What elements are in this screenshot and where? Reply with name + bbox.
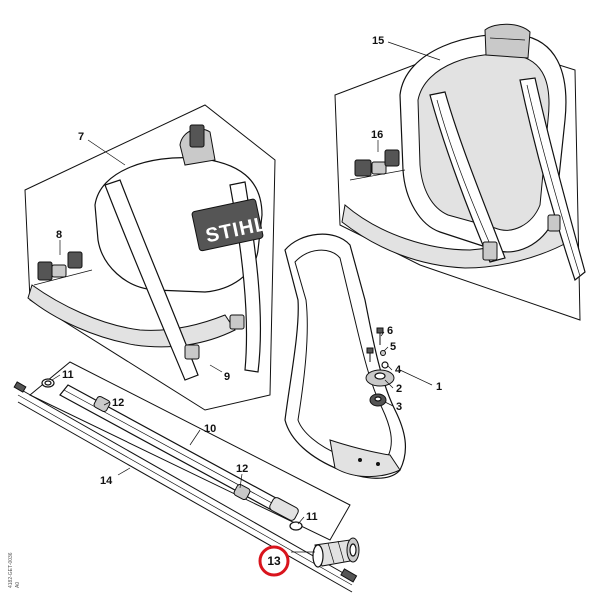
callout-16: 16	[371, 129, 383, 141]
highlight-13: 13	[258, 545, 290, 577]
callout-3: 3	[396, 401, 402, 413]
callout-1: 1	[436, 381, 442, 393]
callout-12a: 12	[112, 397, 124, 409]
callout-8: 8	[56, 229, 62, 241]
drawing-code-line-1: 4182-GET-0036	[8, 552, 14, 588]
callout-5: 5	[390, 341, 396, 353]
callout-9: 9	[224, 371, 230, 383]
leader-lines	[51, 41, 441, 553]
harness-panel-15	[334, 23, 586, 321]
callout-2: 2	[396, 383, 402, 395]
callout-10: 10	[204, 423, 216, 435]
callout-11b: 11	[306, 511, 318, 523]
callout-14: 14	[100, 475, 113, 487]
harness-panel-7	[24, 104, 276, 411]
drawing-code: 4182-GET-0036 A0	[8, 552, 21, 588]
callout-12b: 12	[236, 463, 248, 475]
callout-4: 4	[395, 364, 402, 376]
callout-11a: 11	[62, 369, 74, 381]
callout-13: 13	[267, 554, 281, 568]
callout-7: 7	[78, 131, 84, 143]
flex-shaft-14	[13, 381, 358, 593]
callout-15: 15	[372, 35, 384, 47]
sleeve-13	[312, 537, 360, 568]
drawing-code-line-2: A0	[15, 582, 21, 588]
drive-tube-panel-10	[29, 361, 351, 541]
callout-6: 6	[387, 325, 393, 337]
frame-1	[284, 233, 406, 479]
